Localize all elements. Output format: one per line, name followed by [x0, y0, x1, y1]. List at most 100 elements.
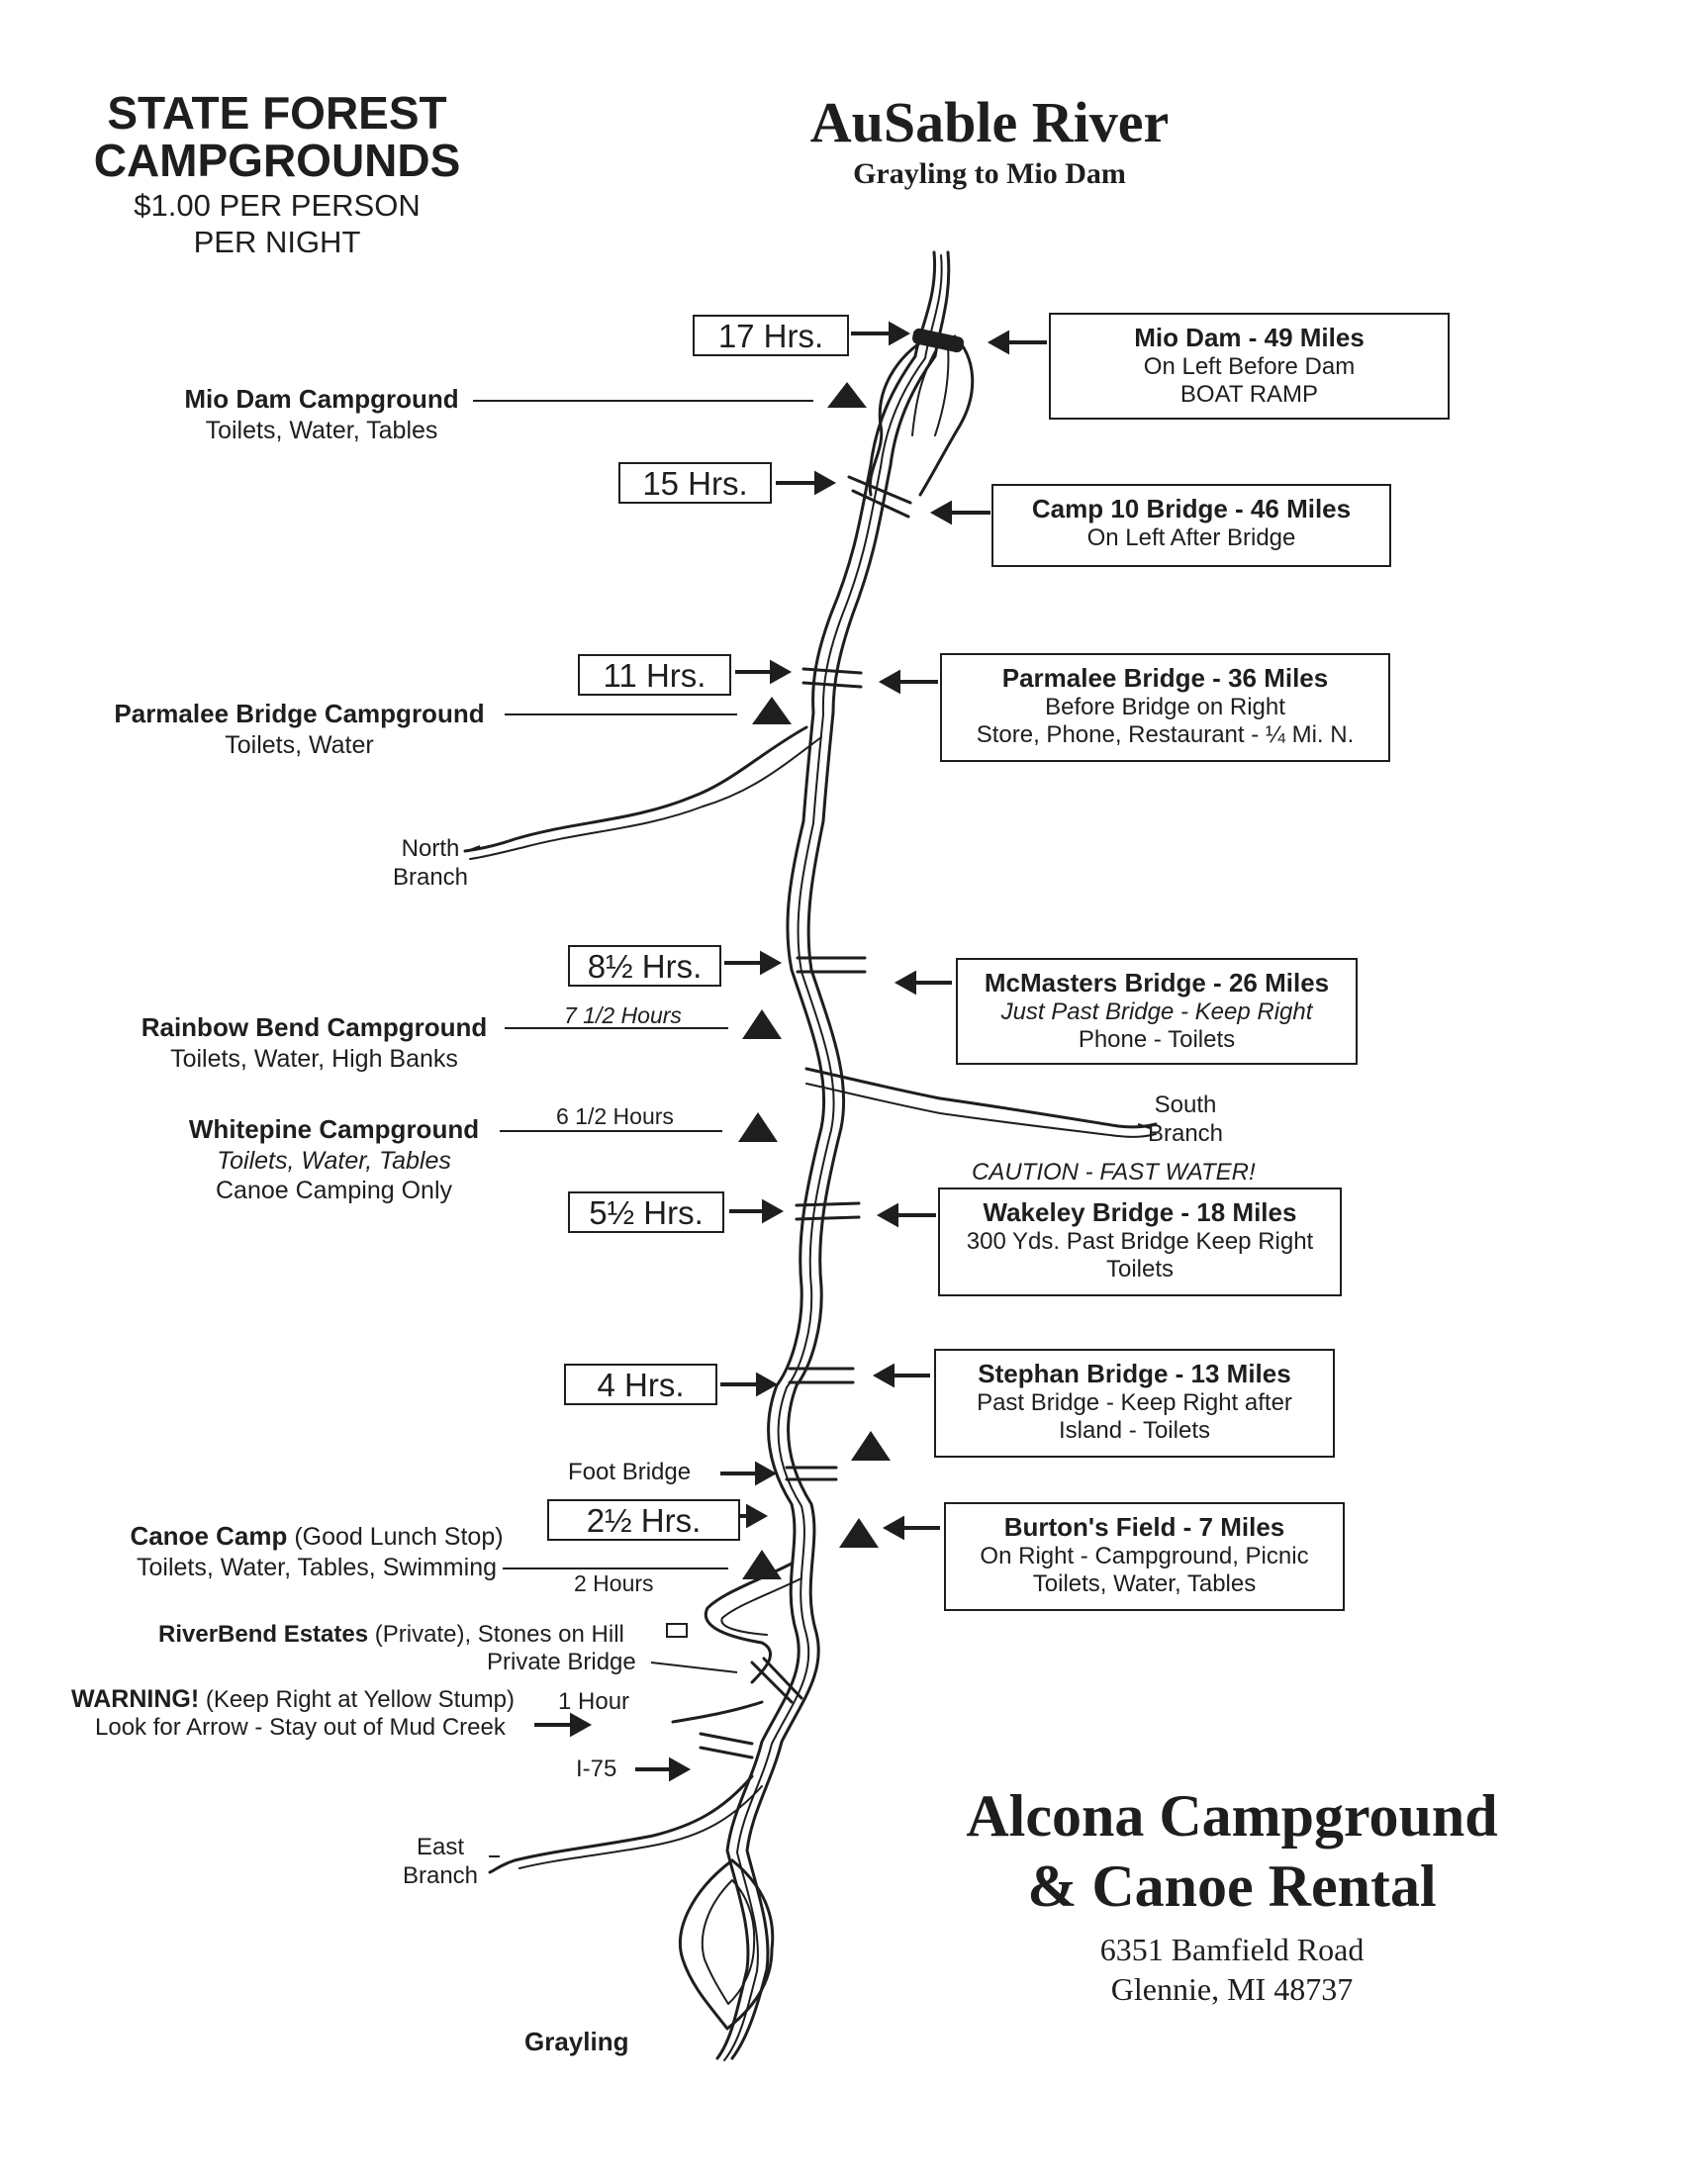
access-detail: Toilets, Water, Tables: [1032, 1569, 1257, 1597]
north-branch-label: North Branch: [392, 835, 469, 892]
burtons-campground-triangle: [839, 1518, 879, 1548]
access-detail: Toilets: [1105, 1255, 1175, 1282]
campground-amenities: Toilets, Water, High Banks: [170, 1044, 458, 1073]
access-title: Parmalee Bridge - 36 Miles: [1001, 663, 1329, 693]
access-detail: Island - Toilets: [1059, 1416, 1210, 1444]
access-title: Mio Dam - 49 Miles: [1134, 323, 1365, 352]
access-box-mio-dam: Mio Dam - 49 Miles On Left Before Dam BO…: [1049, 313, 1450, 420]
access-box-camp10: Camp 10 Bridge - 46 Miles On Left After …: [991, 484, 1391, 567]
access-detail: On Left After Bridge: [1086, 523, 1296, 551]
arrow-foot-bridge: [720, 1461, 778, 1486]
campground-name: Whitepine Campground: [188, 1114, 480, 1144]
access-title: McMasters Bridge - 26 Miles: [984, 968, 1330, 997]
warning-label: WARNING!: [71, 1685, 200, 1713]
pricing-block: STATE FOREST CAMPGROUNDS $1.00 PER PERSO…: [59, 89, 495, 260]
time-box-2-5hrs: 2½ Hrs.: [547, 1499, 740, 1541]
time-box-4hrs: 4 Hrs.: [564, 1364, 717, 1405]
canoe-camp-triangle: [742, 1550, 782, 1579]
arrow-11hrs: [735, 659, 793, 685]
whitepine-campground-triangle: [738, 1112, 778, 1142]
access-box-parmalee: Parmalee Bridge - 36 Miles Before Bridge…: [940, 653, 1390, 762]
arrow-2-5hrs: [740, 1503, 769, 1529]
access-detail: Past Bridge - Keep Right after: [977, 1388, 1292, 1416]
time-box-11hrs: 11 Hrs.: [578, 654, 731, 696]
campground-name: Mio Dam Campground: [184, 384, 459, 414]
bridges: [699, 475, 912, 1759]
north-branch-river: [469, 736, 822, 860]
map-subtitle: Grayling to Mio Dam: [853, 156, 1126, 190]
camp10-bridge: [847, 475, 912, 505]
grayling-label: Grayling: [524, 2027, 629, 2056]
mio-dam-campground-triangle: [827, 382, 867, 408]
riverbend-estates-label: RiverBend Estates (Private), Stones on H…: [158, 1620, 624, 1649]
access-detail: BOAT RAMP: [1179, 380, 1319, 408]
map-title: AuSable River: [809, 90, 1170, 154]
north-branch-leader: [466, 845, 481, 852]
south-branch-river: [804, 1067, 1158, 1129]
parmalee-bridge: [801, 667, 863, 675]
arrow-stephan: [872, 1363, 930, 1388]
canoe-camp-time-label: 2 Hours: [574, 1570, 654, 1596]
arrow-4hrs: [720, 1372, 779, 1397]
campground-label-mio-dam: Mio Dam Campground Toilets, Water, Table…: [168, 384, 475, 445]
campground-amenities: Toilets, Water: [225, 730, 374, 759]
pricing-rate-line1: $1.00 PER PERSON: [134, 187, 421, 223]
south-branch-label: South Branch: [1147, 1092, 1224, 1148]
arrow-15hrs: [776, 470, 837, 496]
arrow-17hrs: [851, 321, 911, 346]
business-name-line1: Alcona Campground: [966, 1783, 1498, 1849]
campground-markers: [738, 382, 891, 1579]
warning-line2: Look for Arrow - Stay out of Mud Creek: [95, 1714, 506, 1741]
arrow-burtons: [882, 1515, 940, 1541]
access-detail: Store, Phone, Restaurant - ¼ Mi. N.: [976, 720, 1355, 748]
access-box-burtons: Burton's Field - 7 Miles On Right - Camp…: [944, 1502, 1345, 1611]
river-meander: [704, 1562, 794, 1684]
river-main-strand: [730, 250, 951, 2060]
arrow-wakeley: [876, 1202, 936, 1228]
access-box-stephan: Stephan Bridge - 13 Miles Past Bridge - …: [934, 1349, 1335, 1458]
arrow-i75: [635, 1757, 692, 1782]
access-detail: Just Past Bridge - Keep Right: [1000, 997, 1313, 1025]
mio-reservoir: [911, 345, 950, 436]
campground-note: (Good Lunch Stop): [294, 1523, 504, 1551]
east-branch-river: [488, 1774, 754, 1874]
arrow-5-5hrs: [729, 1198, 785, 1224]
private-bridge-leader: [650, 1662, 738, 1673]
foot-bridge-label: Foot Bridge: [568, 1459, 692, 1485]
mio-dam-structure: [912, 328, 964, 353]
mio-reservoir: [868, 334, 975, 497]
access-title: Stephan Bridge - 13 Miles: [978, 1359, 1291, 1388]
leader-lines: [466, 400, 1151, 1857]
river-island: [701, 1879, 756, 2005]
i75-bridge: [699, 1732, 754, 1746]
access-detail: Before Bridge on Right: [1045, 693, 1285, 720]
access-detail: On Right - Campground, Picnic: [980, 1542, 1309, 1569]
access-detail: On Left Before Dam: [1143, 352, 1356, 380]
campground-name: Parmalee Bridge Campground: [114, 699, 485, 728]
campground-label-canoe-camp: Canoe Camp (Good Lunch Stop) Toilets, Wa…: [124, 1521, 510, 1582]
campground-label-whitepine: Whitepine Campground Toilets, Water, Tab…: [173, 1114, 495, 1206]
campground-label-parmalee: Parmalee Bridge Campground Toilets, Wate…: [99, 699, 500, 760]
private-bridge-label: Private Bridge: [487, 1649, 636, 1675]
warning-note: (Keep Right at Yellow Stump): [205, 1686, 516, 1713]
access-detail: 300 Yds. Past Bridge Keep Right: [966, 1227, 1314, 1255]
business-address-line1: 6351 Bamfield Road: [1099, 1931, 1365, 1967]
business-block: Alcona Campground & Canoe Rental 6351 Ba…: [910, 1781, 1554, 2009]
south-branch-river: [805, 1083, 1157, 1138]
stephan-campground-triangle: [851, 1431, 891, 1461]
whitepine-time-label: 6 1/2 Hours: [556, 1103, 674, 1129]
campground-label-rainbow: Rainbow Bend Campground Toilets, Water, …: [129, 1012, 500, 1074]
campground-amenities: Toilets, Water, Tables: [205, 416, 438, 444]
arrow-mio-dam: [987, 330, 1047, 355]
mud-creek: [671, 1700, 764, 1724]
ausable-river: [463, 250, 1158, 2061]
access-box-mcmasters: McMasters Bridge - 26 Miles Just Past Br…: [956, 958, 1358, 1065]
campground-amenities: Toilets, Water, Tables: [217, 1146, 451, 1175]
campground-note: Canoe Camping Only: [215, 1177, 452, 1205]
arrow-mcmasters: [894, 970, 952, 996]
i75-label: I-75: [576, 1756, 617, 1782]
pricing-title-line2: CAMPGROUNDS: [93, 135, 461, 187]
arrow-camp10: [929, 500, 990, 525]
time-box-17hrs: 17 Hrs.: [693, 315, 849, 356]
